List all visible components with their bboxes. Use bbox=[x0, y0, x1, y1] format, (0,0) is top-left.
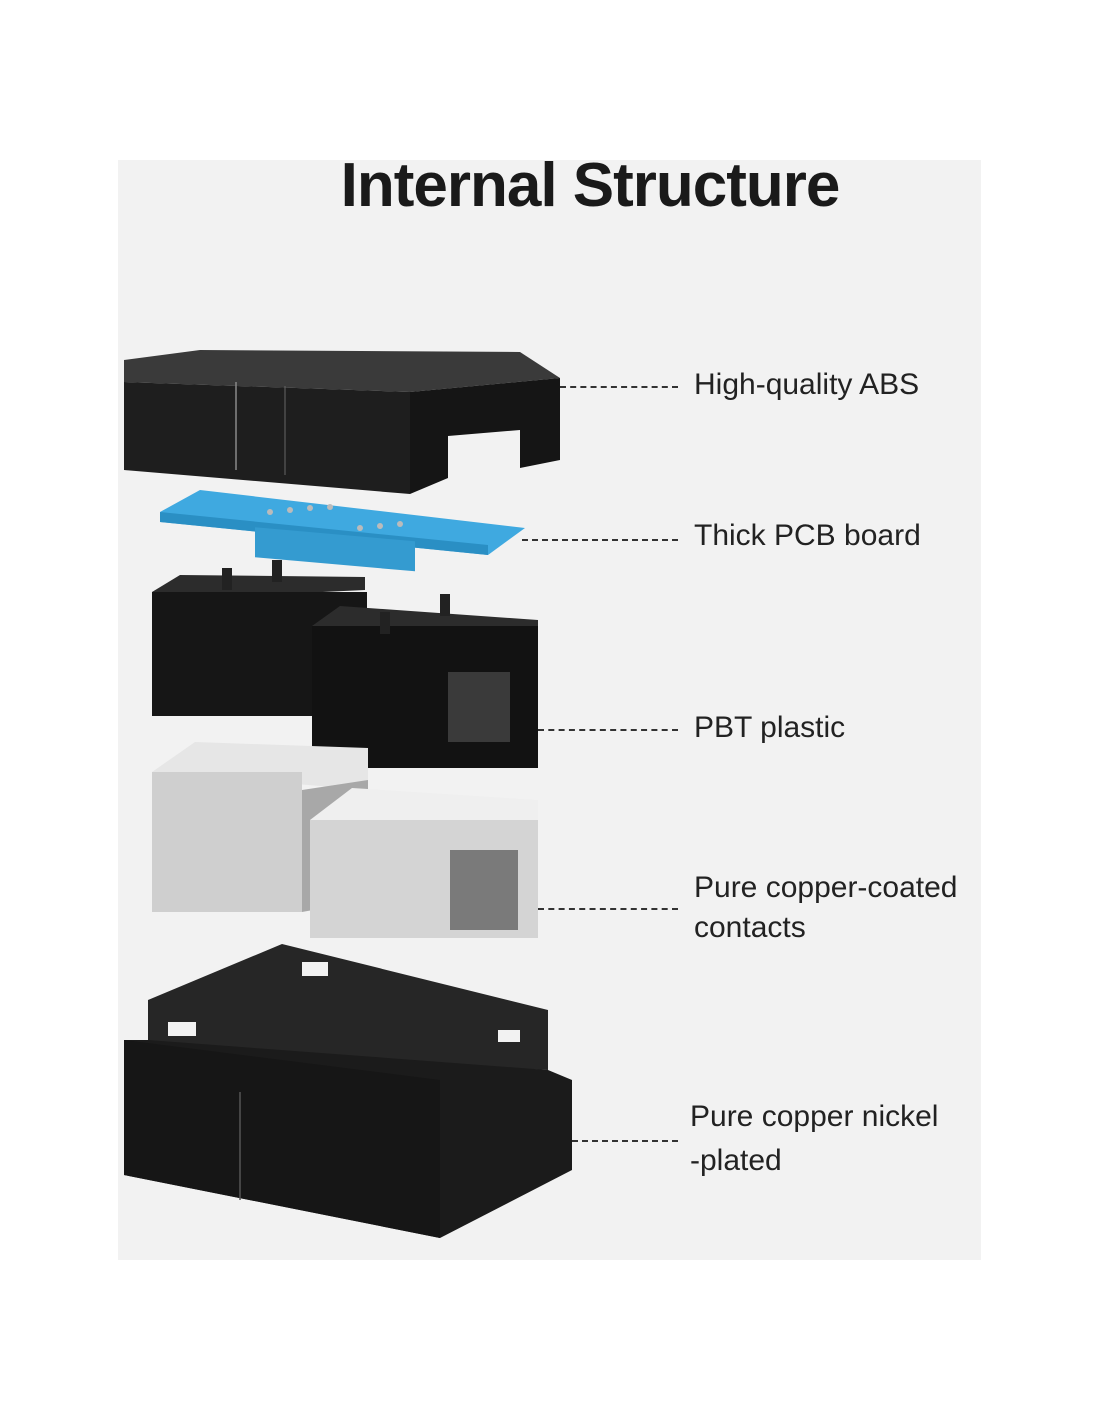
pbt-plastic-blocks bbox=[152, 560, 538, 768]
leader-line-pbt bbox=[538, 729, 678, 731]
label-abs: High-quality ABS bbox=[694, 368, 920, 401]
page-title: Internal Structure bbox=[340, 151, 841, 220]
label-pbt: PBT plastic bbox=[694, 711, 846, 744]
copper-coated-contacts-shields bbox=[152, 742, 538, 938]
label-housing-line2: -plated bbox=[690, 1144, 782, 1177]
leader-line-contacts bbox=[538, 908, 678, 910]
leader-line-abs bbox=[560, 386, 678, 388]
label-contacts-line2: contacts bbox=[694, 911, 806, 944]
label-pcb: Thick PCB board bbox=[694, 519, 921, 552]
leader-line-pcb bbox=[522, 539, 678, 541]
label-contacts-line1: Pure copper-coated bbox=[694, 871, 958, 904]
leader-line-housing bbox=[572, 1140, 678, 1142]
abs-top-cover bbox=[124, 350, 560, 494]
pcb-board bbox=[160, 490, 525, 572]
nickel-plated-bottom-housing bbox=[124, 944, 572, 1238]
label-housing-line1: Pure copper nickel bbox=[690, 1100, 939, 1133]
